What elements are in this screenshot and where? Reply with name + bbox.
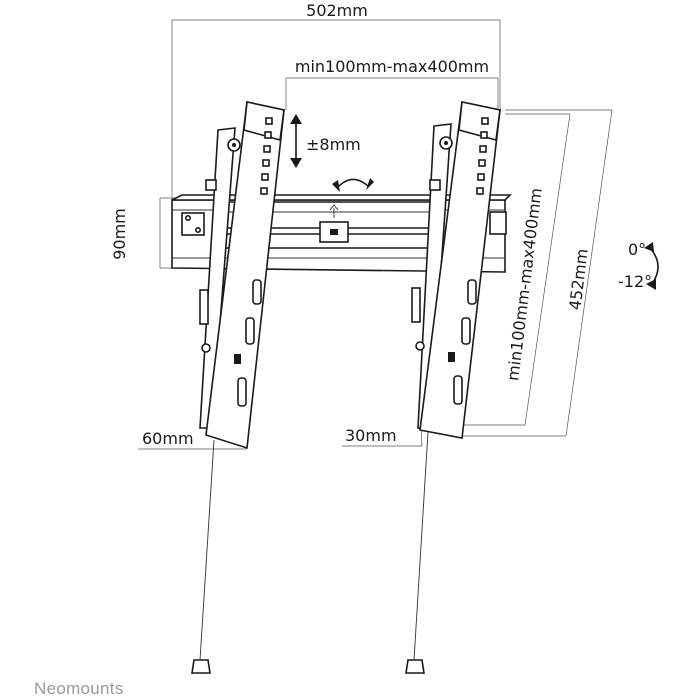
depth-min-label: 30mm (345, 426, 397, 445)
vesa-vertical-label: min100mm-max400mm (503, 187, 546, 382)
brand-logo-text: Neomounts (34, 679, 124, 698)
vesa-horizontal-label: min100mm-max400mm (295, 57, 489, 76)
left-bracket-arm (191, 101, 285, 674)
overall-height-label: 452mm (565, 248, 591, 312)
tilt-angle-bottom-label: -12° (618, 272, 652, 291)
tilt-angle-top-label: 0° (628, 240, 646, 259)
dimension-lines (138, 19, 613, 450)
rotate-arrow-icon (332, 178, 374, 192)
left-arm-slots (234, 117, 273, 407)
overall-width-label: 502mm (306, 1, 368, 20)
depth-max-label: 60mm (142, 429, 194, 448)
wall-plate-height-label: 90mm (110, 208, 129, 260)
up-down-arrow-icon (290, 114, 302, 168)
tilt-arrow-icon (644, 242, 659, 290)
right-bracket-arm (405, 101, 501, 674)
vertical-adjust-label: ±8mm (306, 135, 361, 154)
right-arm-slots (448, 117, 489, 405)
